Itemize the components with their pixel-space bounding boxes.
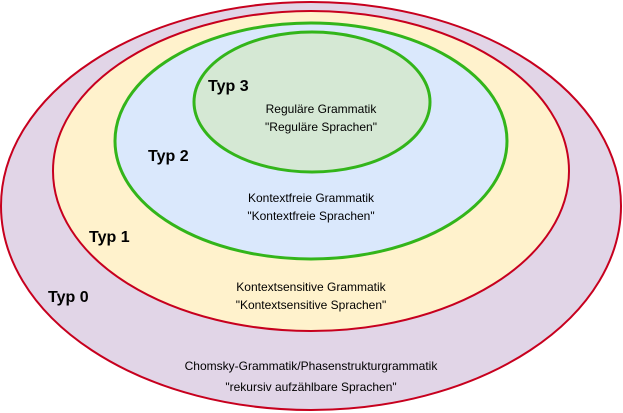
typ-0-grammar: Chomsky-Grammatik/Phasenstrukturgrammati… [185,359,439,373]
typ-1-label: Typ 1 [89,229,130,246]
typ-2-grammar: Kontextfreie Grammatik [248,191,375,205]
typ-2-label: Typ 2 [148,148,189,165]
typ-1-grammar: Kontextsensitive Grammatik [236,280,386,294]
typ-2-language: "Kontextfreie Sprachen" [247,209,374,223]
typ-1-language: "Kontextsensitive Sprachen" [236,298,387,312]
typ-0-language: "rekursiv aufzählbare Sprachen" [225,380,396,394]
typ-0-label: Typ 0 [48,289,89,306]
typ-3-grammar: Reguläre Grammatik [266,102,378,116]
typ-3-language: "Reguläre Sprachen" [265,120,377,134]
typ-3-label: Typ 3 [208,78,249,95]
typ-3-ellipse [192,30,432,174]
